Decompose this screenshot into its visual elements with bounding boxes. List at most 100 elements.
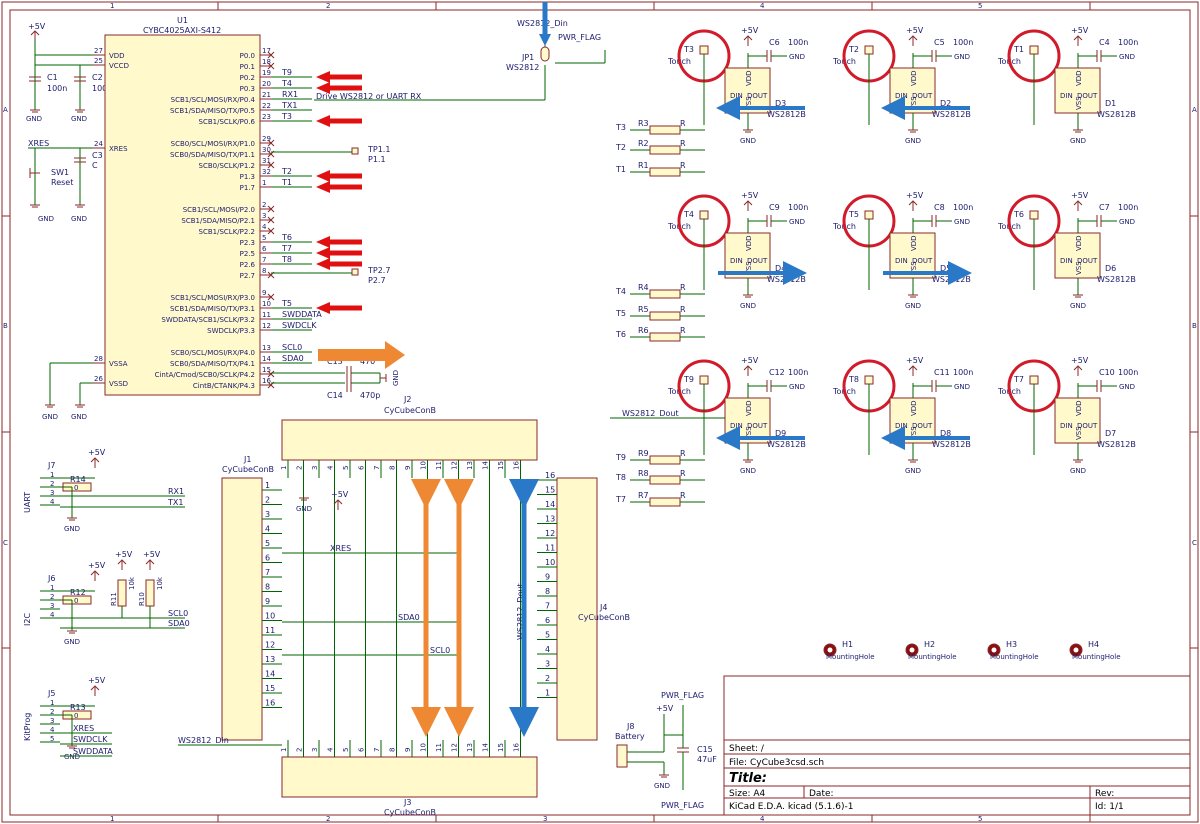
- connector-pin-number: 12: [451, 743, 459, 752]
- plus5v-label: +5V: [88, 676, 106, 685]
- cap-ref: C8: [934, 203, 945, 212]
- led-pin-din: DIN: [895, 257, 908, 265]
- connector-pin-number: 10: [265, 612, 275, 621]
- plus5v-label: +5V: [656, 704, 674, 713]
- u1-pin-name: SCB0/SCL/MOSI/RX/P4.0: [171, 349, 255, 357]
- u1-net-label: T9: [281, 68, 292, 77]
- plus5v-label: +5V: [741, 356, 759, 365]
- led-pin-vdd: VDD: [1075, 70, 1083, 86]
- connector-pin-number: 16: [545, 471, 555, 480]
- resistor-net: T9: [615, 453, 626, 462]
- u1-pin-number: 16: [262, 377, 271, 385]
- plus5v-label: +5V: [1071, 26, 1089, 35]
- led-pin-din: DIN: [730, 422, 743, 430]
- led-pin-vss: VSS: [745, 261, 753, 275]
- resistor-body: [649, 167, 681, 177]
- resistor-value: R: [680, 139, 686, 148]
- led-value: WS2812B: [932, 440, 971, 449]
- gnd-label: GND: [654, 782, 670, 790]
- net-label: SWDDATA: [73, 747, 113, 756]
- plus5v-label: +5V: [115, 550, 133, 559]
- cap-value: 100n: [788, 368, 808, 377]
- connector-pin-number: 16: [265, 699, 275, 708]
- connector-value: CyCubeConB: [578, 613, 630, 622]
- connector-pin-number: 8: [545, 587, 550, 596]
- net-label: RX1: [168, 487, 184, 496]
- connector-pin-number: 3: [311, 748, 319, 752]
- u1-pin-number: 17: [262, 47, 271, 55]
- c1-value: 100n: [47, 84, 67, 93]
- connector-pin-number: 6: [545, 616, 550, 625]
- u1-accessories: Drive WS2812 or UART RX TP1.1 P1.1 TP2.7…: [271, 19, 606, 400]
- connector-body: [556, 477, 598, 741]
- led-pin-din: DIN: [1060, 92, 1073, 100]
- drive-note: Drive WS2812 or UART RX: [316, 92, 422, 101]
- touch-ref: T4: [683, 210, 694, 219]
- u1-microcontroller: U1 CYBC4025AXI-S412 17P0.018P0.119P0.2T9…: [93, 16, 322, 396]
- net-label: TX1: [167, 498, 183, 507]
- gnd-symbol: [67, 517, 77, 521]
- pullup-ref: R10: [138, 592, 146, 606]
- no-connect-mark: [267, 293, 275, 301]
- u1-pin-number: 15: [262, 366, 271, 374]
- c2-value: 100: [92, 84, 107, 93]
- connector-body: [281, 756, 538, 798]
- connector-pin-number: 14: [482, 743, 490, 752]
- tp2-value: P2.7: [368, 276, 386, 285]
- gnd-label: GND: [64, 525, 80, 533]
- u1-pin-name: SCB0/SDA/MISO/TX/P1.1: [170, 151, 255, 159]
- connector-ref: J3: [403, 798, 411, 807]
- cap-ref: C9: [769, 203, 780, 212]
- c1-ref: C1: [47, 73, 58, 82]
- u1-net-label: T1: [281, 178, 292, 187]
- resistor-body: [649, 455, 681, 465]
- u1-net-label: T8: [281, 255, 292, 264]
- led-value: WS2812B: [1097, 275, 1136, 284]
- connector-pin-number: 1: [280, 748, 288, 752]
- u1-pin-name: P2.3: [240, 239, 255, 247]
- connector-pin-number: 5: [265, 539, 270, 548]
- no-connect-mark: [267, 216, 275, 224]
- u1-net-label: T3: [281, 112, 292, 121]
- battery-section: PWR_FLAG +5V J8 Battery C15 47uF GND PWR…: [615, 691, 717, 810]
- header-pin-number: 2: [50, 480, 54, 488]
- connector-ref: J2: [403, 395, 411, 404]
- no-connect-mark: [267, 205, 275, 213]
- title-field: Title:: [729, 771, 767, 786]
- u1-pin-name: XRES: [109, 145, 128, 153]
- header-ref: J5: [47, 689, 55, 698]
- pwr-flag-label: PWR_FLAG: [558, 33, 601, 42]
- led-ref: D3: [775, 99, 786, 108]
- c2-ref: C2: [92, 73, 103, 82]
- u1-pin-number: 20: [262, 80, 271, 88]
- led-pin-vss: VSS: [745, 426, 753, 440]
- led-pin-dout: DOUT: [747, 92, 768, 100]
- u1-pin-number: 30: [262, 146, 271, 154]
- resistor-body: [649, 289, 681, 299]
- gnd-symbol: [908, 129, 918, 133]
- sw1-ref: SW1: [51, 168, 69, 177]
- c3-value: C: [92, 161, 98, 170]
- resistor-value: R: [680, 119, 686, 128]
- connector-pin-number: 6: [358, 465, 366, 470]
- tp1-ref: TP1.1: [367, 145, 390, 154]
- gnd-symbol: [908, 294, 918, 298]
- connector-pin-number: 2: [296, 466, 304, 470]
- mounting-hole-center: [909, 647, 915, 653]
- header-pin-number: 1: [50, 699, 54, 707]
- u1-pin-name: P1.7: [240, 184, 255, 192]
- c15-ref: C15: [697, 745, 713, 754]
- cap-value: 100n: [1118, 38, 1138, 47]
- touch-ref: T2: [848, 45, 859, 54]
- gnd-label: GND: [740, 467, 756, 475]
- gnd-label: GND: [1119, 383, 1135, 391]
- u1-pin-name: P0.2: [240, 74, 255, 82]
- resistor-ref: R3: [638, 119, 649, 128]
